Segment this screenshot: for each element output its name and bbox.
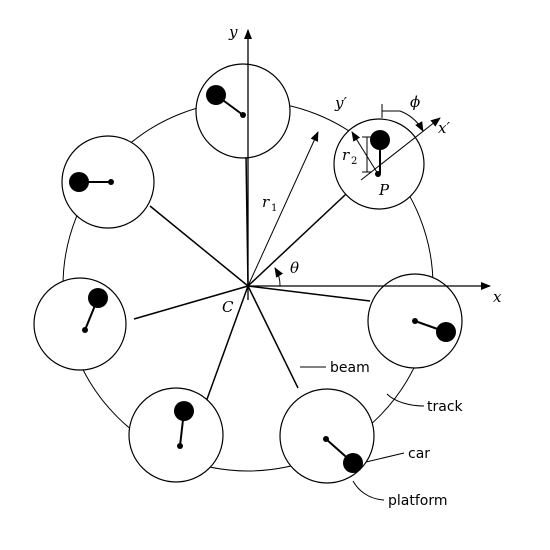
car-pivot-upper-left xyxy=(108,179,114,185)
r2-subscript: 2 xyxy=(351,156,357,167)
theta-label: θ xyxy=(290,259,299,277)
car-masses xyxy=(69,85,456,473)
beam-lower-right xyxy=(247,285,299,389)
car-pivot-right xyxy=(412,318,418,324)
beam-upper-left xyxy=(149,205,249,287)
center-label: C xyxy=(222,298,234,316)
beam-upper-right xyxy=(247,179,362,287)
car-pivot-lower-left xyxy=(177,443,183,449)
theta-arc xyxy=(274,267,281,287)
beam-right xyxy=(247,285,371,302)
platform-left xyxy=(33,277,127,371)
point-p-dot xyxy=(375,171,381,177)
callout-leaders xyxy=(300,366,425,501)
y-axis-label: y xyxy=(228,23,238,41)
platform-leader xyxy=(352,480,385,501)
car-mass-top xyxy=(206,85,226,105)
r1-vector xyxy=(247,131,319,287)
car-pivot-lower-right xyxy=(323,436,329,442)
phi-label: ϕ xyxy=(410,93,420,111)
beam-lower-left xyxy=(205,285,249,403)
track-leader xyxy=(386,393,425,407)
platform-lower-left xyxy=(128,387,224,483)
x-prime-axis xyxy=(360,117,441,181)
x-prime-label: x′ xyxy=(438,119,450,137)
beams xyxy=(133,154,371,403)
car-label: car xyxy=(408,446,430,462)
car-mass-left xyxy=(88,288,108,308)
point-p-label: P xyxy=(378,181,390,199)
platform-label: platform xyxy=(388,493,448,509)
car-leader xyxy=(365,452,405,463)
car-pivot-left xyxy=(82,327,88,333)
car-mass-upper-right xyxy=(370,130,390,150)
theta-arrow xyxy=(274,267,284,278)
y-prime-label: y′ xyxy=(334,94,347,112)
x-axis-label: x xyxy=(493,288,502,306)
r1-label: r xyxy=(262,193,270,211)
car-mass-right xyxy=(436,322,456,342)
car-mass-upper-left xyxy=(69,172,89,192)
platform-top xyxy=(195,63,291,159)
car-pivot-top xyxy=(240,112,246,118)
beam-label: beam xyxy=(330,360,370,376)
r1-subscript: 1 xyxy=(271,203,277,214)
y-prime-axis xyxy=(351,131,379,175)
car-pivots xyxy=(82,112,418,449)
beam-left xyxy=(133,285,249,320)
track-label: track xyxy=(427,399,464,415)
car-mass-lower-left xyxy=(174,401,194,421)
phi-arc xyxy=(399,110,424,132)
car-mass-lower-right xyxy=(343,453,363,473)
r2-label: r xyxy=(342,146,350,164)
